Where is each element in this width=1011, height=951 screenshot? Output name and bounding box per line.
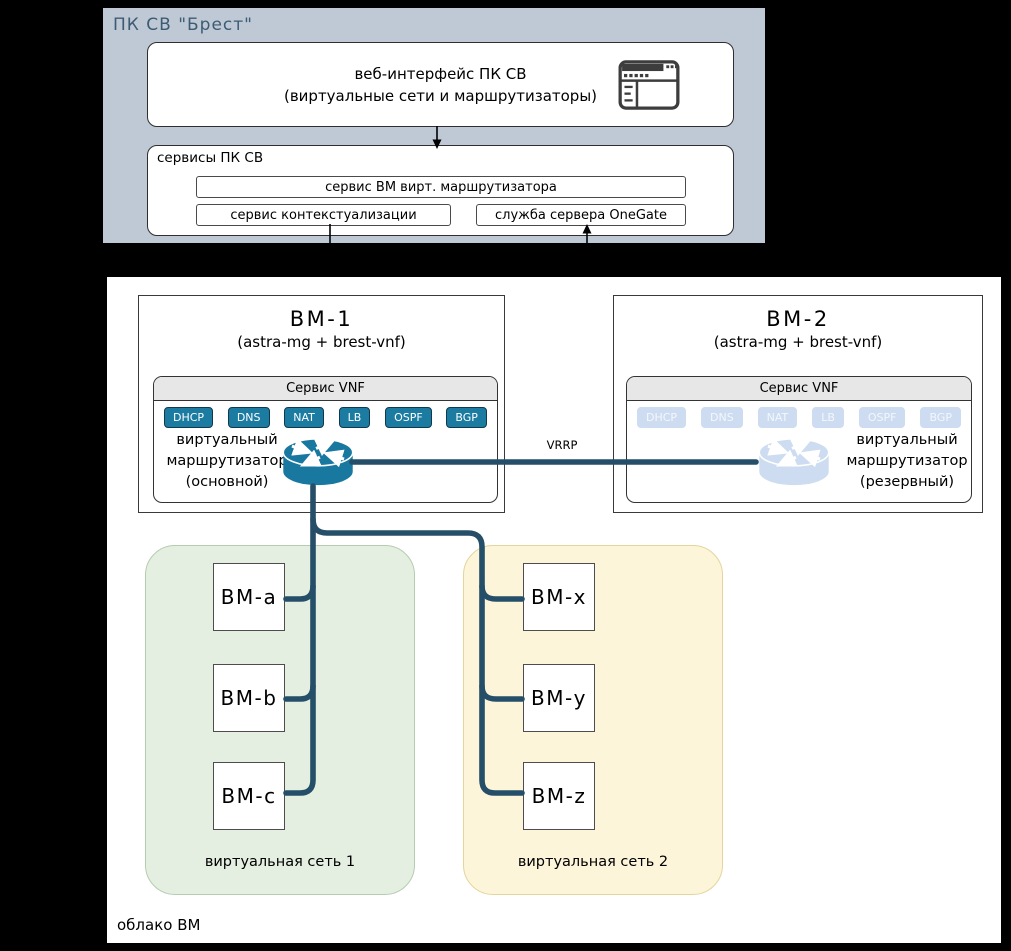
vm2-vnf-box: Сервис VNF DHCP DNS NAT LB OSPF BGP: [626, 376, 972, 503]
badge-dhcp: DHCP: [637, 407, 687, 428]
vm2-router-label: виртуальный маршрутизатор (резервный): [846, 432, 968, 490]
services-box-title: сервисы ПК СВ: [157, 150, 264, 166]
vm-c-box: ВМ-c: [213, 762, 285, 830]
badge-dhcp: DHCP: [164, 407, 214, 428]
badge-ospf: OSPF: [858, 407, 906, 428]
badge-lb: LB: [812, 407, 844, 428]
vm1-subtitle: (astra-mg + brest-vnf): [237, 333, 406, 351]
badge-nat: NAT: [757, 407, 798, 428]
badge-nat: NAT: [284, 407, 324, 428]
vm2-title: ВМ-2: [766, 307, 830, 331]
brest-panel: ПК СВ "Брест" веб-интерфейс ПК СВ (вирту…: [103, 8, 765, 243]
service-vm-router: сервис ВМ вирт. маршрутизатора: [196, 176, 686, 198]
vm1-box: ВМ-1 (astra-mg + brest-vnf) Сервис VNF D…: [138, 295, 505, 513]
vm2-box: ВМ-2 (astra-mg + brest-vnf) Сервис VNF D…: [613, 295, 983, 513]
router-icon: [758, 438, 830, 486]
badge-bgp: BGP: [920, 407, 961, 428]
browser-window-icon: [618, 60, 680, 110]
web-interface-line1: веб-интерфейс ПК СВ: [354, 64, 527, 83]
vm-x-box: ВМ-x: [523, 563, 595, 631]
badge-ospf: OSPF: [385, 407, 432, 428]
web-interface-box: веб-интерфейс ПК СВ (виртуальные сети и …: [147, 42, 734, 127]
network1-label: виртуальная сеть 1: [204, 854, 356, 870]
web-interface-line2: (виртуальные сети и маршрутизаторы): [283, 86, 598, 105]
vm1-title: ВМ-1: [289, 307, 354, 331]
vm1-vnf-box: Сервис VNF DHCP DNS NAT LB OSPF BGP вирт…: [153, 376, 498, 503]
badge-dns: DNS: [227, 407, 270, 428]
vm-y-box: ВМ-y: [523, 664, 595, 732]
vrrp-label: VRRP: [546, 438, 578, 452]
vm2-badges: DHCP DNS NAT LB OSPF BGP: [627, 407, 971, 428]
service-contextualization: сервис контекстуализации: [196, 204, 451, 226]
vm2-vnf-title: Сервис VNF: [627, 377, 971, 401]
vm1-badges: DHCP DNS NAT LB OSPF BGP: [154, 407, 497, 428]
vm1-router-label: виртуальный маршрутизатор (основной): [166, 432, 288, 490]
vm-z-box: ВМ-z: [523, 762, 595, 830]
service-onegate: служба сервера OneGate: [476, 204, 686, 226]
vm1-vnf-title: Сервис VNF: [154, 377, 497, 401]
services-box: сервисы ПК СВ сервис ВМ вирт. маршрутиза…: [147, 145, 734, 236]
badge-dns: DNS: [701, 407, 743, 428]
badge-lb: LB: [338, 407, 371, 428]
network2-label: виртуальная сеть 2: [517, 854, 669, 870]
router-icon: [282, 438, 354, 486]
brest-panel-title: ПК СВ "Брест": [113, 15, 253, 35]
badge-bgp: BGP: [446, 407, 487, 428]
vm2-subtitle: (astra-mg + brest-vnf): [713, 333, 883, 351]
cloud-label: облако ВМ: [117, 916, 201, 934]
vm-b-box: ВМ-b: [213, 664, 285, 732]
vm-a-box: ВМ-a: [213, 563, 285, 631]
